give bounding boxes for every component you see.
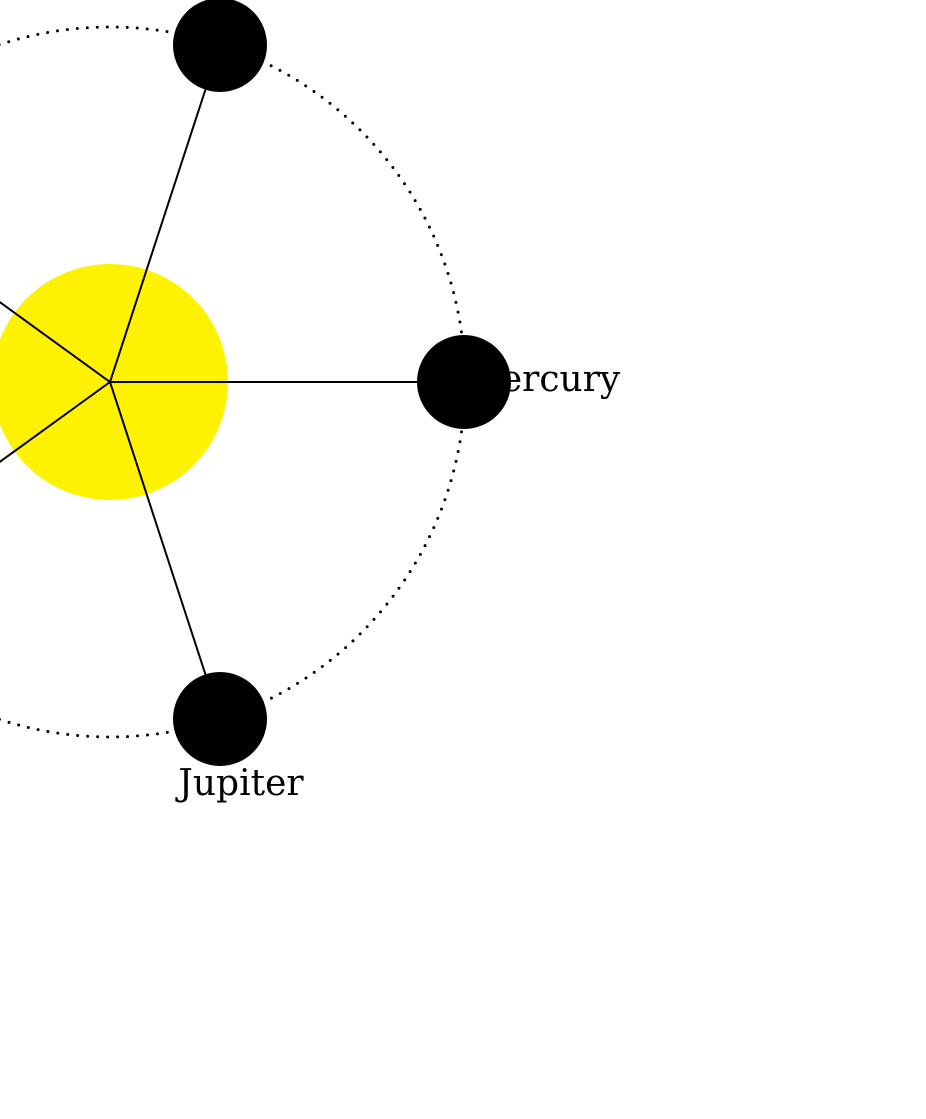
connector-upper-left [0,301,111,383]
planet-right [417,335,511,429]
connector-top [109,44,221,383]
planet-bottom [173,672,267,766]
connector-bottom [109,381,221,720]
planet-label-mercury: Mercury [464,359,621,400]
planet-top [173,0,267,92]
connector-lower-left [0,381,111,463]
planet-label-jupiter: Jupiter [174,763,304,804]
